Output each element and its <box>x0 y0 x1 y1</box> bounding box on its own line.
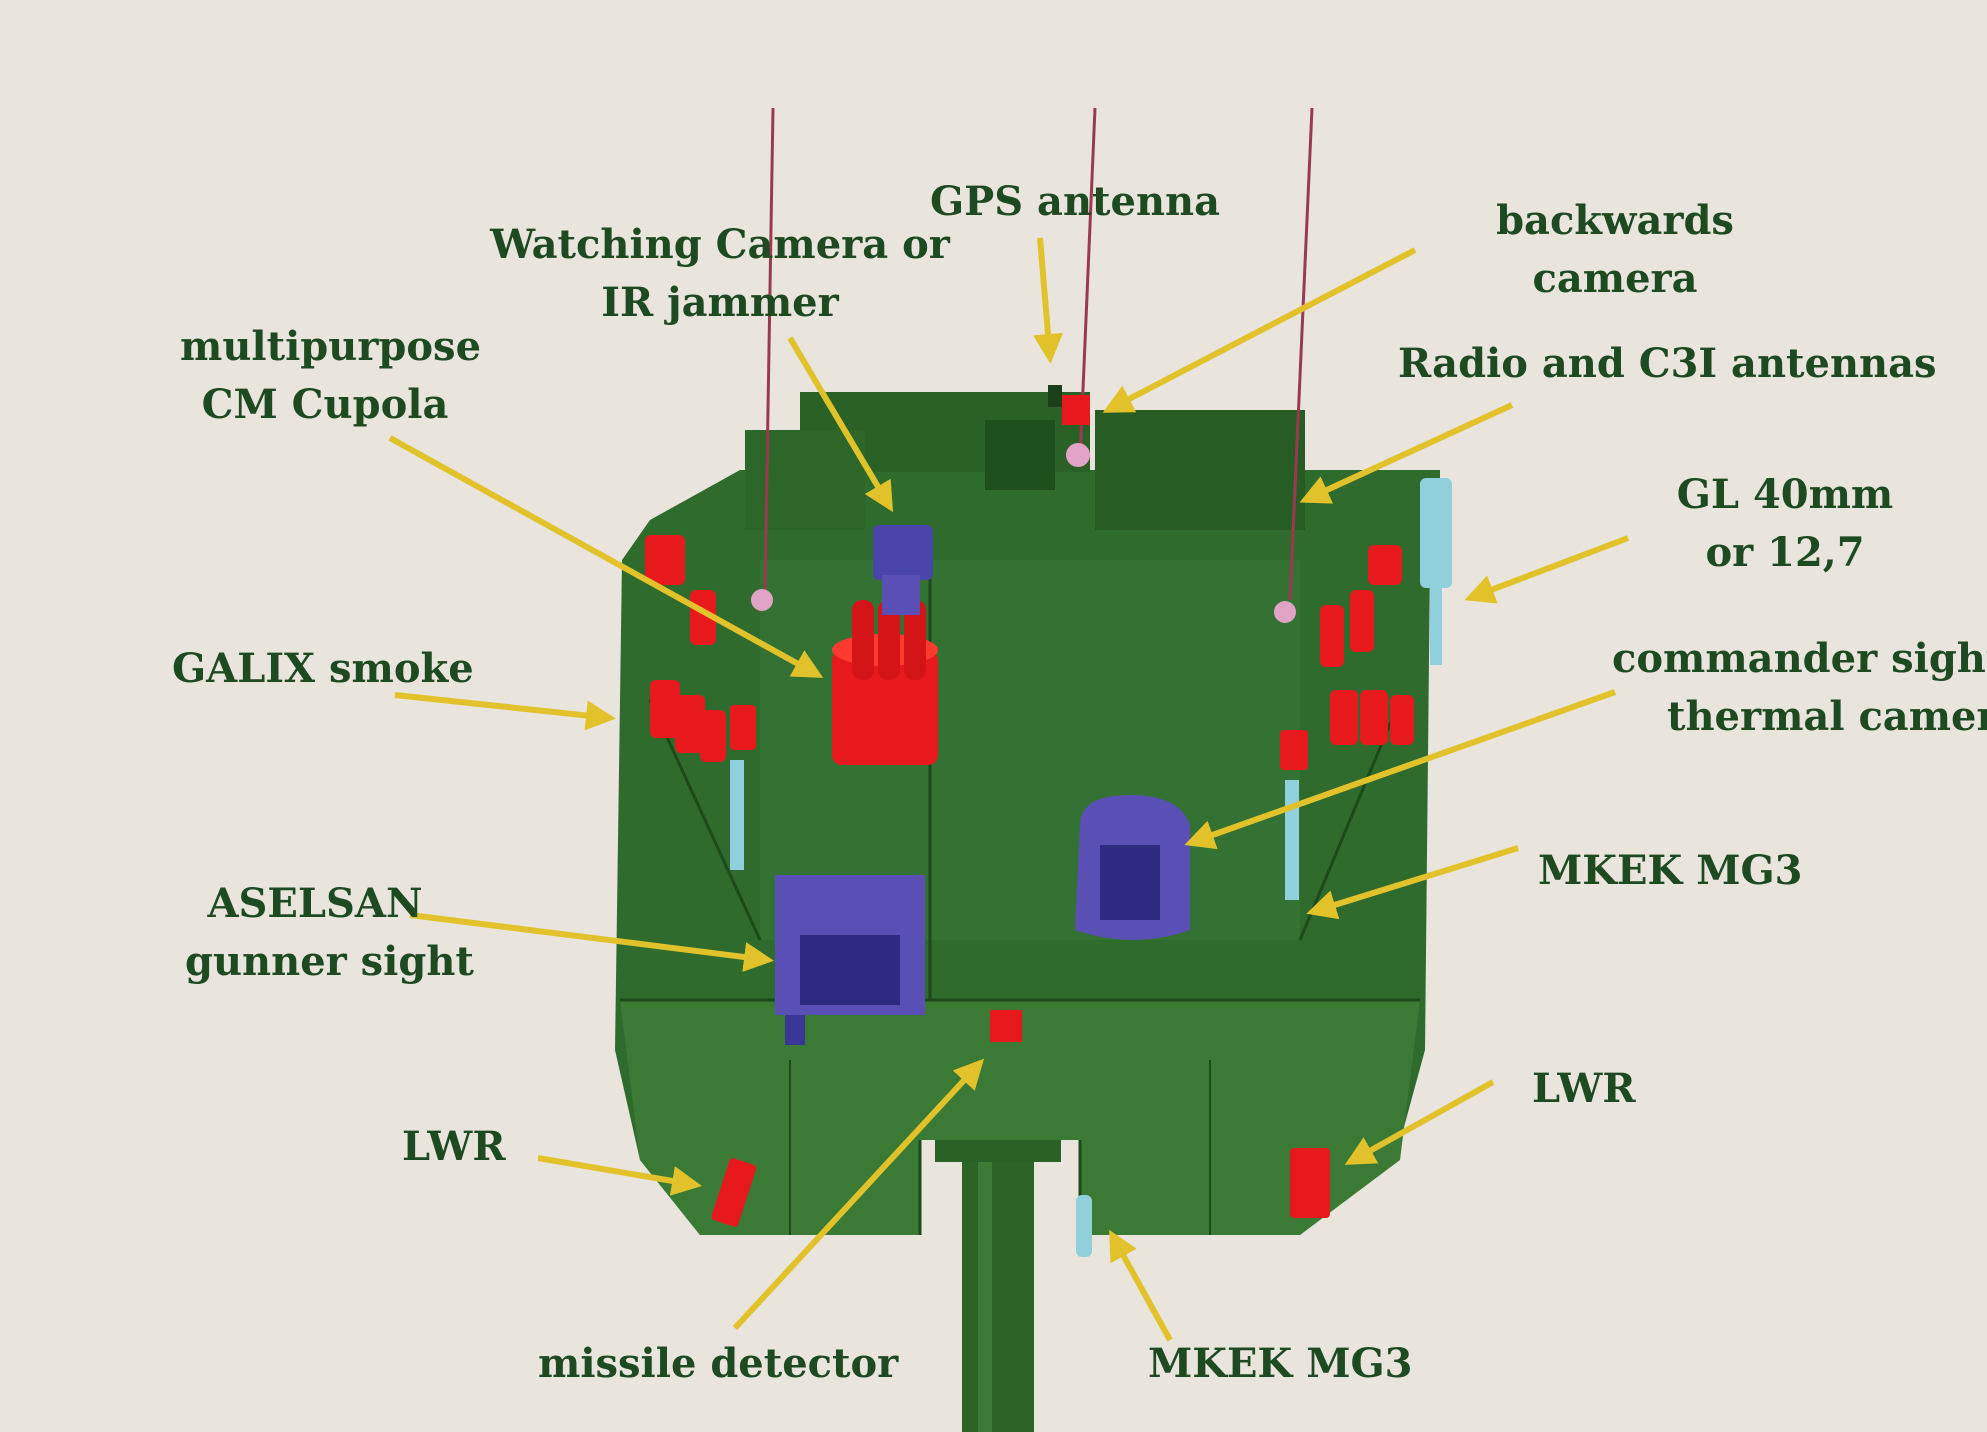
arrow-lwr-right <box>1344 1079 1495 1165</box>
arrow-mkek-mg3-right <box>1306 845 1519 920</box>
label-galix-smoke-text: GALIX smoke <box>172 645 474 692</box>
commander-sight <box>1075 795 1190 940</box>
cm-cupola <box>832 600 938 765</box>
label-mkek-mg3-bottom: MKEK MG3 <box>1148 1335 1413 1393</box>
label-watching-camera: Watching Camera or IR jammer <box>485 216 955 332</box>
arrow-galix-smoke <box>394 692 616 731</box>
galix-smoke-right <box>1280 545 1414 770</box>
label-multipurpose-cupola: multipurpose CM Cupola <box>180 318 482 434</box>
label-commander-sight-line1: commander sight wit <box>1612 635 1987 682</box>
label-backwards-camera-line1: backwards <box>1496 197 1734 244</box>
label-mkek-mg3-right-text: MKEK MG3 <box>1538 847 1803 894</box>
label-radio-antennas: Radio and C3I antennas <box>1398 335 1937 393</box>
label-lwr-left: LWR <box>402 1118 506 1176</box>
label-backwards-camera-line2: camera <box>1532 255 1698 302</box>
label-gl-40mm-line2: or 12,7 <box>1705 529 1865 576</box>
antenna-base-center <box>1066 443 1090 467</box>
arrow-radio-antennas <box>1299 402 1514 504</box>
label-lwr-left-text: LWR <box>402 1123 506 1170</box>
antenna-base-right <box>1274 601 1296 623</box>
label-mkek-mg3-bottom-text: MKEK MG3 <box>1148 1340 1413 1387</box>
label-missile-detector: missile detector <box>538 1335 898 1393</box>
label-mkek-mg3-right: MKEK MG3 <box>1538 842 1803 900</box>
label-lwr-right: LWR <box>1532 1060 1636 1118</box>
label-galix-smoke: GALIX smoke <box>172 640 474 698</box>
label-lwr-right-text: LWR <box>1532 1065 1636 1112</box>
label-gps-antenna-text: GPS antenna <box>930 178 1221 225</box>
missile-detector <box>990 1010 1022 1042</box>
label-gl-40mm-line1: GL 40mm <box>1676 471 1894 518</box>
galix-smoke-left <box>645 535 756 762</box>
watching-camera <box>873 525 933 615</box>
arrow-aselsan <box>409 912 774 972</box>
gl-40mm <box>1420 478 1452 665</box>
mg3-right <box>1285 780 1299 900</box>
label-watching-camera-line1: Watching Camera or <box>490 221 950 268</box>
label-aselsan-line2: gunner sight <box>185 938 474 985</box>
gunner-sight <box>775 875 925 1045</box>
lwr-sensor-right <box>1290 1148 1330 1218</box>
mg3-bottom <box>1076 1195 1092 1257</box>
arrow-missile-detector <box>732 1058 985 1331</box>
label-commander-sight-line2: thermal camera <box>1667 693 1987 740</box>
label-missile-detector-text: missile detector <box>538 1340 899 1387</box>
arrow-commander-sight <box>1184 689 1617 850</box>
mg3-left <box>730 760 744 870</box>
gps-antenna-part <box>1048 385 1062 407</box>
label-watching-camera-line2: IR jammer <box>601 279 839 326</box>
label-multipurpose-cupola-line1: multipurpose <box>180 323 482 370</box>
arrow-mkek-mg3-bottom <box>1109 1229 1173 1342</box>
backwards-camera-part <box>1062 395 1090 425</box>
lwr-sensor-left <box>711 1158 757 1227</box>
arrow-backwards-camera <box>1102 247 1417 413</box>
label-backwards-camera: backwards camera <box>1470 192 1760 308</box>
label-gps-antenna: GPS antenna <box>930 173 1220 231</box>
label-multipurpose-cupola-line2: CM Cupola <box>201 381 449 428</box>
arrow-cm-cupola <box>388 435 824 678</box>
label-aselsan-line1: ASELSAN <box>207 880 423 927</box>
arrow-gps-antenna <box>1033 237 1063 364</box>
label-gl-40mm: GL 40mm or 12,7 <box>1650 466 1920 582</box>
antenna-base-left <box>751 589 773 611</box>
leader-arrows <box>388 237 1630 1342</box>
arrow-watching-camera <box>787 336 894 513</box>
label-commander-sight: commander sight wit thermal camera <box>1612 630 1987 746</box>
label-radio-antennas-text: Radio and C3I antennas <box>1398 340 1937 387</box>
arrow-gl-40mm <box>1464 535 1630 604</box>
label-aselsan: ASELSAN gunner sight <box>185 875 474 991</box>
arrow-lwr-left <box>537 1155 702 1196</box>
